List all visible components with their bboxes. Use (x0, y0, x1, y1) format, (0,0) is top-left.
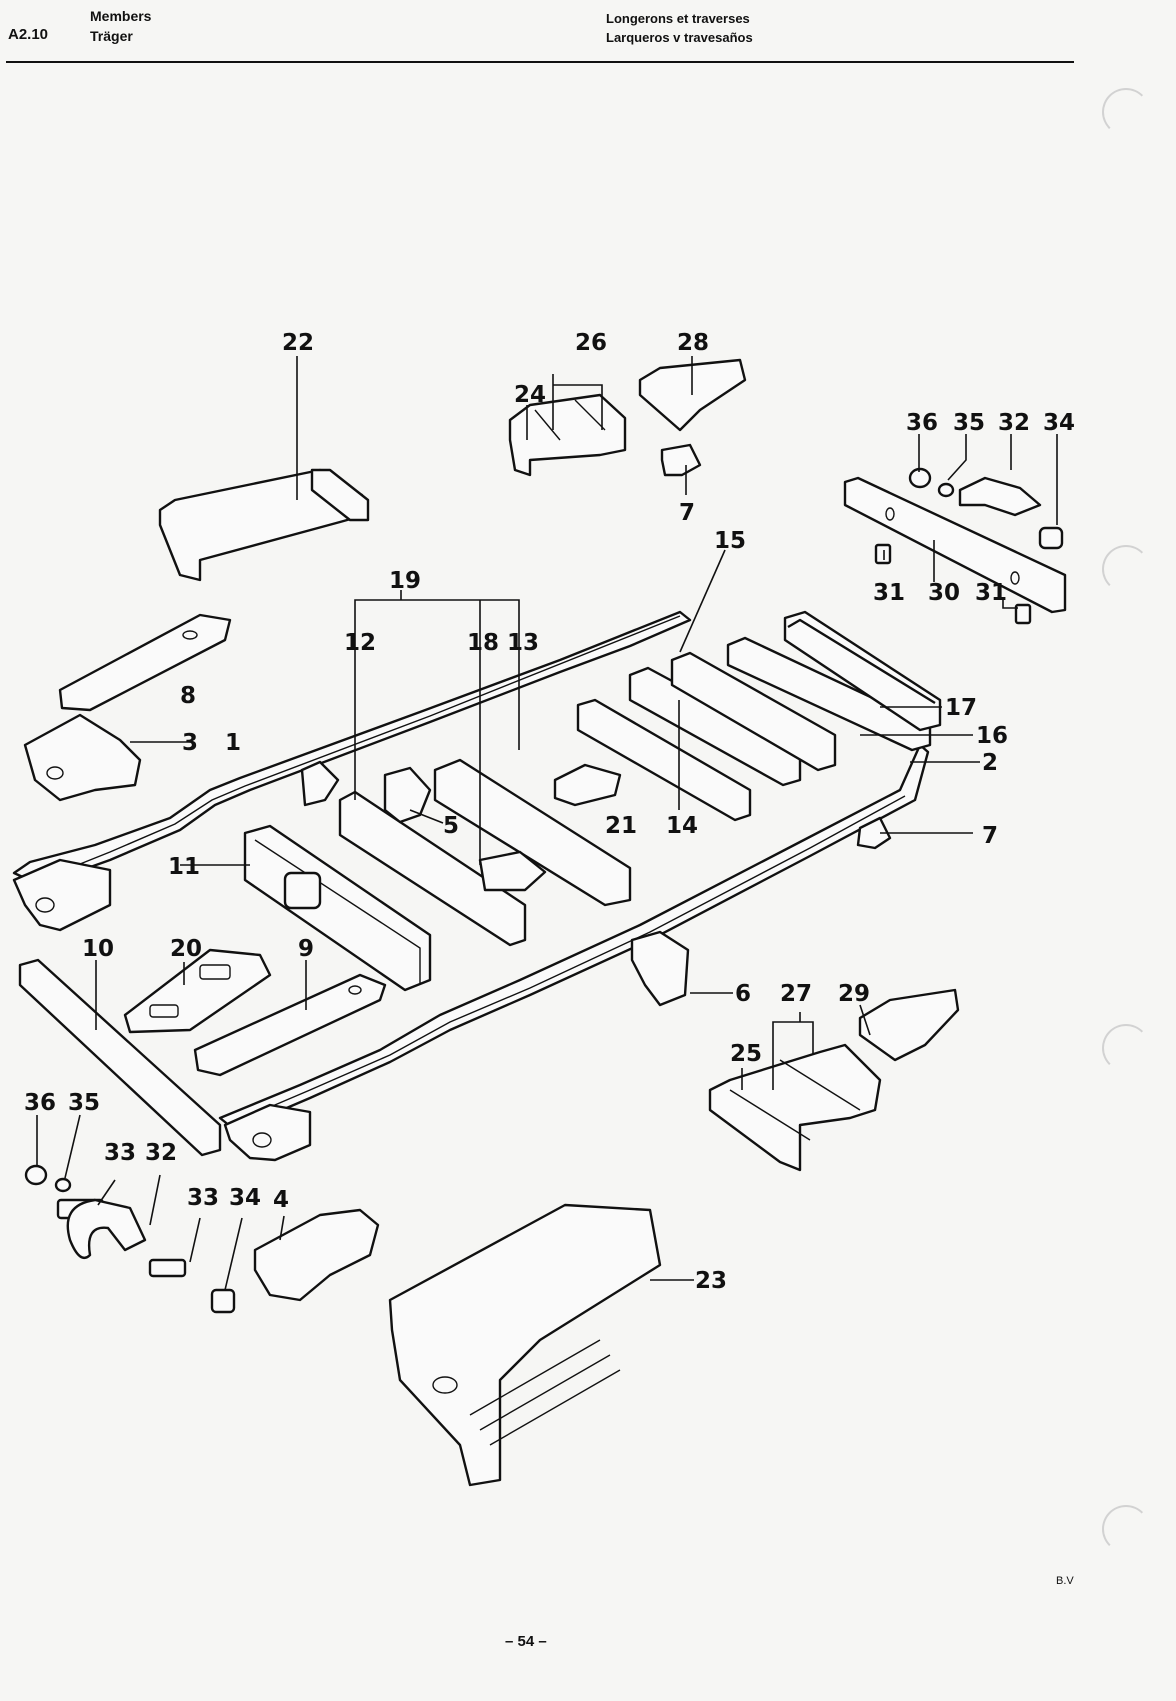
callout-33-left: 33 (104, 1140, 136, 1166)
callout-21: 21 (605, 813, 637, 839)
callout-19: 19 (389, 568, 421, 594)
callout-8: 8 (180, 683, 196, 709)
callout-30: 30 (928, 580, 960, 606)
callout-20: 20 (170, 936, 202, 962)
callout-31-right: 31 (975, 580, 1007, 606)
callout-11: 11 (168, 854, 200, 880)
callout-35-top: 35 (953, 410, 985, 436)
binder-hole-1 (1102, 88, 1150, 136)
binder-hole-2 (1102, 545, 1150, 593)
callout-18: 18 (467, 630, 499, 656)
callout-3: 3 (182, 730, 198, 756)
exploded-frame-diagram: 22 26 28 24 7 36 35 32 34 31 30 31 15 19… (12, 330, 1075, 1487)
callout-27: 27 (780, 981, 812, 1007)
callout-17: 17 (945, 695, 977, 721)
callout-15: 15 (714, 528, 746, 554)
callout-16: 16 (976, 723, 1008, 749)
callout-1: 1 (225, 730, 241, 756)
title-french: Longerons et traverses (606, 11, 750, 26)
callout-34-left: 34 (229, 1185, 261, 1211)
callout-32-top: 32 (998, 410, 1030, 436)
detached-parts (18, 358, 1067, 1487)
callout-31-left: 31 (873, 580, 905, 606)
callout-7-top: 7 (679, 500, 695, 526)
callout-26: 26 (575, 330, 607, 356)
callout-7-right: 7 (982, 823, 998, 849)
callout-29: 29 (838, 981, 870, 1007)
title-german: Träger (90, 28, 133, 44)
callout-23: 23 (695, 1268, 727, 1294)
callout-5: 5 (443, 813, 459, 839)
callout-24: 24 (514, 382, 546, 408)
title-english: Members (90, 8, 152, 24)
callout-33-right: 33 (187, 1185, 219, 1211)
callout-10: 10 (82, 936, 114, 962)
callout-35-left: 35 (68, 1090, 100, 1116)
callout-32-left: 32 (145, 1140, 177, 1166)
page-number: – 54 – (505, 1633, 547, 1650)
binder-hole-4 (1102, 1505, 1150, 1553)
initials-mark: B.V (1056, 1575, 1074, 1587)
callout-36-left: 36 (24, 1090, 56, 1116)
callout-13: 13 (507, 630, 539, 656)
callout-22: 22 (282, 330, 314, 356)
chassis-frame (12, 610, 942, 1162)
callout-36-top: 36 (906, 410, 938, 436)
callout-4: 4 (273, 1187, 289, 1213)
leader-lines (36, 356, 1058, 1291)
callout-28: 28 (677, 330, 709, 356)
binder-hole-3 (1102, 1024, 1150, 1072)
callout-9: 9 (298, 936, 314, 962)
callout-6: 6 (735, 981, 751, 1007)
title-spanish: Larqueros v travesaños (606, 30, 753, 45)
callout-14: 14 (666, 813, 698, 839)
callout-34-top: 34 (1043, 410, 1075, 436)
callout-25: 25 (730, 1041, 762, 1067)
callout-numbers: 22 26 28 24 7 36 35 32 34 31 30 31 15 19… (24, 330, 1075, 1294)
section-code: A2.10 (8, 26, 49, 43)
header-rule (6, 61, 1074, 63)
callout-12: 12 (344, 630, 376, 656)
page-header: A2.10 Members Träger Longerons et traver… (0, 0, 1176, 70)
callout-2: 2 (982, 750, 998, 776)
